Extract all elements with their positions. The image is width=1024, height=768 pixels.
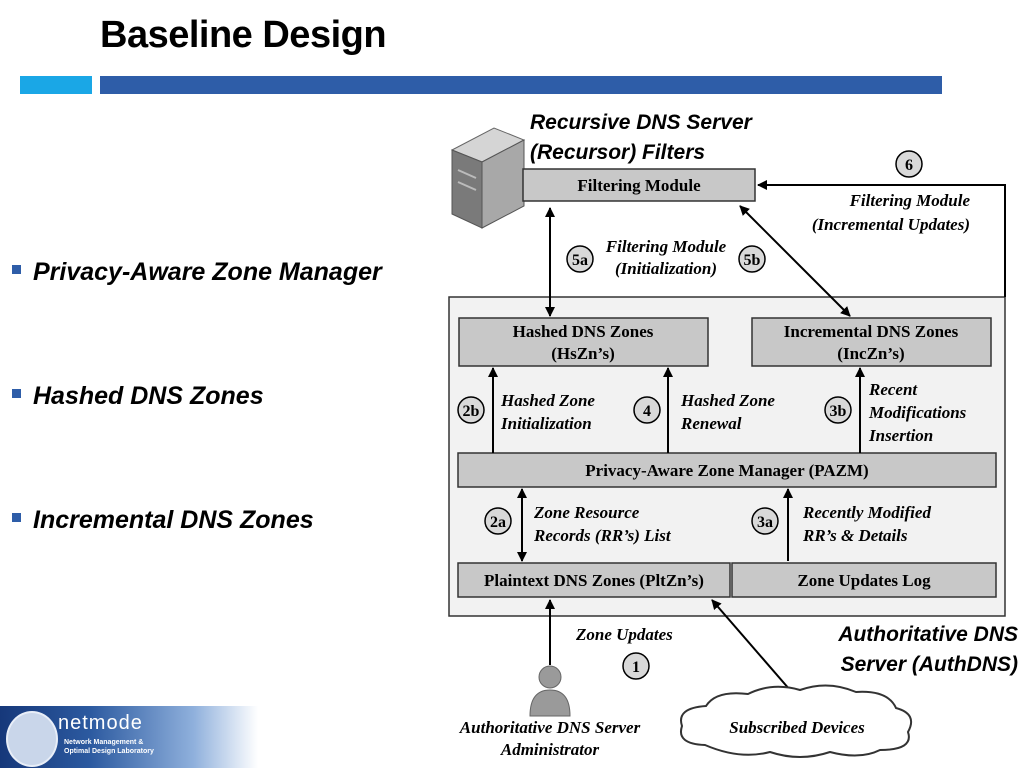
logo-subtitle-line: Network Management & bbox=[64, 739, 144, 746]
filtering-module-box bbox=[522, 168, 756, 202]
step-2a-label: Zone Resource bbox=[533, 503, 640, 522]
step-badge-6: 6 bbox=[895, 150, 923, 178]
authdns-title: Server (AuthDNS) bbox=[841, 653, 1018, 676]
hashed-zones-label: Hashed DNS Zones bbox=[513, 322, 654, 341]
hashed-zones-abbr: (HsZn’s) bbox=[551, 344, 615, 363]
administrator-label: Administrator bbox=[500, 740, 600, 759]
incremental-zones-abbr: (IncZn’s) bbox=[837, 344, 904, 363]
plaintext-zones-box bbox=[457, 562, 731, 598]
step-badge-1: 1 bbox=[622, 652, 650, 680]
logo-subtitle: Network Management & Optimal Design Labo… bbox=[64, 738, 184, 756]
university-seal-icon bbox=[6, 711, 58, 767]
subscribed-devices-label: Subscribed Devices bbox=[729, 718, 865, 737]
step-badge-3b: 3b bbox=[824, 396, 852, 424]
svg-text:2a: 2a bbox=[490, 514, 506, 531]
step-5-label: Filtering Module bbox=[605, 237, 727, 256]
step-badge-2b: 2b bbox=[457, 396, 485, 424]
arrow-6 bbox=[757, 180, 1006, 297]
bullet-item: Privacy-Aware Zone Manager bbox=[12, 258, 382, 287]
step-3b-label: Modifications bbox=[868, 403, 967, 422]
filtering-module-label: Filtering Module bbox=[577, 176, 701, 195]
administrator-person-icon bbox=[529, 665, 571, 717]
bullet-square-icon bbox=[12, 512, 21, 522]
netmode-logo: netmode Network Management & Optimal Des… bbox=[0, 706, 258, 768]
zone-updates-log-box bbox=[731, 562, 997, 598]
svg-text:3a: 3a bbox=[757, 514, 773, 531]
arrow-1-devices bbox=[711, 599, 791, 691]
bullet-square-icon bbox=[12, 388, 21, 398]
svg-text:6: 6 bbox=[905, 157, 913, 174]
step-4-label: Hashed Zone bbox=[680, 391, 775, 410]
slide-title: Baseline Design bbox=[100, 14, 387, 56]
pazm-box bbox=[457, 452, 997, 488]
authdns-title: Authoritative DNS bbox=[837, 623, 1018, 646]
step-2a-label: Records (RR’s) List bbox=[533, 526, 672, 545]
bullet-text: Hashed DNS Zones bbox=[33, 382, 264, 410]
step-3b-label: Recent bbox=[868, 380, 918, 399]
bullet-square-icon bbox=[12, 264, 21, 274]
svg-text:5a: 5a bbox=[572, 252, 588, 269]
hashed-zones-box bbox=[458, 317, 709, 367]
plaintext-zones-label: Plaintext DNS Zones (PltZn’s) bbox=[484, 571, 704, 590]
step-5-label: (Initialization) bbox=[615, 259, 717, 278]
arrow-5b bbox=[739, 205, 851, 317]
svg-text:5b: 5b bbox=[744, 252, 761, 269]
step-badge-5a: 5a bbox=[566, 245, 594, 273]
svg-text:1: 1 bbox=[632, 659, 640, 676]
svg-text:2b: 2b bbox=[463, 403, 480, 420]
recursor-title: Recursive DNS Server bbox=[530, 111, 754, 134]
server-icon bbox=[450, 127, 526, 229]
incremental-zones-box bbox=[751, 317, 992, 367]
svg-text:4: 4 bbox=[643, 403, 651, 420]
step-badge-5b: 5b bbox=[738, 245, 766, 273]
logo-subtitle-line: Optimal Design Laboratory bbox=[64, 748, 154, 755]
pazm-label: Privacy-Aware Zone Manager (PAZM) bbox=[585, 461, 868, 480]
step-3a-label: Recently Modified bbox=[802, 503, 931, 522]
step-1-label: Zone Updates bbox=[575, 625, 673, 644]
bullet-item: Hashed DNS Zones bbox=[12, 382, 264, 411]
step-6-label: Filtering Module bbox=[849, 191, 971, 210]
logo-name: netmode bbox=[58, 712, 143, 734]
recursor-title: (Recursor) Filters bbox=[530, 141, 705, 164]
administrator-label: Authoritative DNS Server bbox=[459, 718, 641, 737]
subscribed-devices-cloud-icon bbox=[680, 684, 912, 758]
step-badge-4: 4 bbox=[633, 396, 661, 424]
step-badge-3a: 3a bbox=[751, 507, 779, 535]
incremental-zones-label: Incremental DNS Zones bbox=[784, 322, 959, 341]
step-badge-2a: 2a bbox=[484, 507, 512, 535]
title-accent-bar-right bbox=[100, 76, 942, 94]
bullet-text: Incremental DNS Zones bbox=[33, 506, 314, 534]
bullet-text: Privacy-Aware Zone Manager bbox=[33, 258, 382, 286]
step-3b-label: Insertion bbox=[868, 426, 933, 445]
step-2b-label: Initialization bbox=[500, 414, 592, 433]
title-accent-bar-left bbox=[20, 76, 92, 94]
step-3a-label: RR’s & Details bbox=[802, 526, 908, 545]
step-2b-label: Hashed Zone bbox=[500, 391, 595, 410]
svg-text:3b: 3b bbox=[830, 403, 847, 420]
step-4-label: Renewal bbox=[680, 414, 742, 433]
bullet-item: Incremental DNS Zones bbox=[12, 506, 314, 535]
zone-updates-log-label: Zone Updates Log bbox=[797, 571, 931, 590]
step-6-label: (Incremental Updates) bbox=[812, 215, 970, 234]
